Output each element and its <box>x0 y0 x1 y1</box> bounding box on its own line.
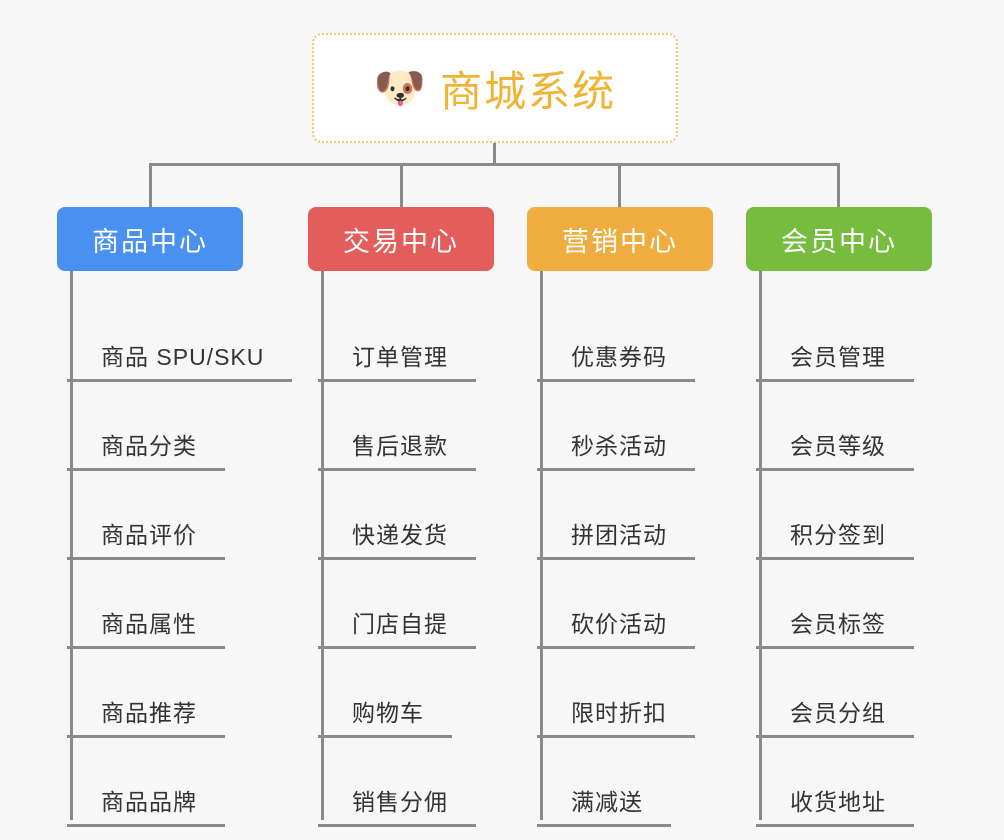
list-item[interactable]: 订单管理 <box>318 293 528 382</box>
category-header-trade[interactable]: 交易中心 <box>308 207 494 271</box>
list-item[interactable]: 秒杀活动 <box>537 382 747 471</box>
leaf-underline: 限时折扣 <box>537 694 695 738</box>
leaf-label: 会员分组 <box>790 700 886 726</box>
list-item[interactable]: 积分签到 <box>756 471 976 560</box>
list-item[interactable]: 商品评价 <box>67 471 307 560</box>
leaf-underline: 销售分佣 <box>318 783 476 827</box>
leaf-underline: 商品推荐 <box>67 694 225 738</box>
connector-drop-1 <box>149 163 152 208</box>
leaf-label: 拼团活动 <box>571 522 667 548</box>
connector-drop-2 <box>400 163 403 208</box>
list-item[interactable]: 会员分组 <box>756 649 976 738</box>
leaf-label: 优惠券码 <box>571 344 667 370</box>
category-column-trade: 交易中心 订单管理 售后退款 快递发货 门店自提 <box>308 207 528 827</box>
list-item[interactable]: 会员等级 <box>756 382 976 471</box>
list-item[interactable]: 砍价活动 <box>537 560 747 649</box>
list-item[interactable]: 收货地址 <box>756 738 976 827</box>
leaf-label: 会员标签 <box>790 611 886 637</box>
leaf-label: 商品 SPU/SKU <box>101 344 265 370</box>
leaf-label: 满减送 <box>571 789 643 815</box>
leaf-underline: 砍价活动 <box>537 605 695 649</box>
leaf-underline: 收货地址 <box>756 783 914 827</box>
list-item[interactable]: 快递发货 <box>318 471 528 560</box>
category-header-product[interactable]: 商品中心 <box>57 207 243 271</box>
leaf-group-trade: 订单管理 售后退款 快递发货 门店自提 购物车 <box>318 271 528 827</box>
list-item[interactable]: 满减送 <box>537 738 747 827</box>
leaf-underline: 商品品牌 <box>67 783 225 827</box>
connector-drop-4 <box>837 163 840 208</box>
list-item[interactable]: 门店自提 <box>318 560 528 649</box>
list-item[interactable]: 商品分类 <box>67 382 307 471</box>
list-item[interactable]: 会员标签 <box>756 560 976 649</box>
category-column-member: 会员中心 会员管理 会员等级 积分签到 会员标签 <box>746 207 976 827</box>
leaf-underline: 满减送 <box>537 783 671 827</box>
leaf-label: 商品属性 <box>101 611 197 637</box>
leaf-underline: 商品评价 <box>67 516 225 560</box>
leaf-underline: 订单管理 <box>318 338 476 382</box>
leaf-label: 会员管理 <box>790 344 886 370</box>
leaf-group-marketing: 优惠券码 秒杀活动 拼团活动 砍价活动 限时折扣 <box>537 271 747 827</box>
connector-trunk-marketing <box>540 271 543 820</box>
list-item[interactable]: 会员管理 <box>756 293 976 382</box>
leaf-underline: 会员等级 <box>756 427 914 471</box>
leaf-label: 销售分佣 <box>352 789 448 815</box>
connector-drop-3 <box>618 163 621 208</box>
list-item[interactable]: 限时折扣 <box>537 649 747 738</box>
list-item[interactable]: 购物车 <box>318 649 528 738</box>
leaf-label: 快递发货 <box>352 522 448 548</box>
leaf-label: 门店自提 <box>352 611 448 637</box>
leaf-underline: 拼团活动 <box>537 516 695 560</box>
category-header-marketing[interactable]: 营销中心 <box>527 207 713 271</box>
list-item[interactable]: 商品 SPU/SKU <box>67 293 307 382</box>
connector-trunk-member <box>759 271 762 820</box>
leaf-group-product: 商品 SPU/SKU 商品分类 商品评价 商品属性 商品推荐 <box>67 271 307 827</box>
list-item[interactable]: 销售分佣 <box>318 738 528 827</box>
connector-trunk-trade <box>321 271 324 820</box>
connector-horizontal-bus <box>150 163 840 166</box>
leaf-underline: 会员分组 <box>756 694 914 738</box>
leaf-label: 售后退款 <box>352 433 448 459</box>
leaf-underline: 商品 SPU/SKU <box>67 338 293 382</box>
leaf-label: 购物车 <box>352 700 424 726</box>
leaf-label: 商品评价 <box>101 522 197 548</box>
leaf-group-member: 会员管理 会员等级 积分签到 会员标签 会员分组 <box>756 271 976 827</box>
leaf-underline: 购物车 <box>318 694 452 738</box>
list-item[interactable]: 商品品牌 <box>67 738 307 827</box>
leaf-label: 收货地址 <box>790 789 886 815</box>
leaf-underline: 秒杀活动 <box>537 427 695 471</box>
list-item[interactable]: 商品推荐 <box>67 649 307 738</box>
connector-root-stem <box>493 143 496 165</box>
list-item[interactable]: 售后退款 <box>318 382 528 471</box>
leaf-label: 会员等级 <box>790 433 886 459</box>
leaf-label: 商品分类 <box>101 433 197 459</box>
leaf-underline: 会员标签 <box>756 605 914 649</box>
leaf-underline: 商品属性 <box>67 605 225 649</box>
list-item[interactable]: 优惠券码 <box>537 293 747 382</box>
category-column-marketing: 营销中心 优惠券码 秒杀活动 拼团活动 砍价活动 <box>527 207 747 827</box>
leaf-label: 积分签到 <box>790 522 886 548</box>
category-column-product: 商品中心 商品 SPU/SKU 商品分类 商品评价 商品属性 <box>57 207 307 827</box>
list-item[interactable]: 商品属性 <box>67 560 307 649</box>
leaf-label: 砍价活动 <box>571 611 667 637</box>
leaf-label: 订单管理 <box>352 344 448 370</box>
leaf-label: 秒杀活动 <box>571 433 667 459</box>
root-node[interactable]: 🐶 商城系统 <box>312 33 678 143</box>
leaf-underline: 售后退款 <box>318 427 476 471</box>
root-title: 商城系统 <box>440 67 617 115</box>
category-header-member[interactable]: 会员中心 <box>746 207 932 271</box>
list-item[interactable]: 拼团活动 <box>537 471 747 560</box>
leaf-label: 商品品牌 <box>101 789 197 815</box>
leaf-underline: 会员管理 <box>756 338 914 382</box>
connector-trunk-product <box>70 271 73 820</box>
leaf-underline: 积分签到 <box>756 516 914 560</box>
leaf-underline: 门店自提 <box>318 605 476 649</box>
leaf-underline: 优惠券码 <box>537 338 695 382</box>
shiba-dog-face-icon: 🐶 <box>373 64 427 111</box>
leaf-label: 限时折扣 <box>571 700 667 726</box>
leaf-underline: 商品分类 <box>67 427 225 471</box>
leaf-underline: 快递发货 <box>318 516 476 560</box>
leaf-label: 商品推荐 <box>101 700 197 726</box>
